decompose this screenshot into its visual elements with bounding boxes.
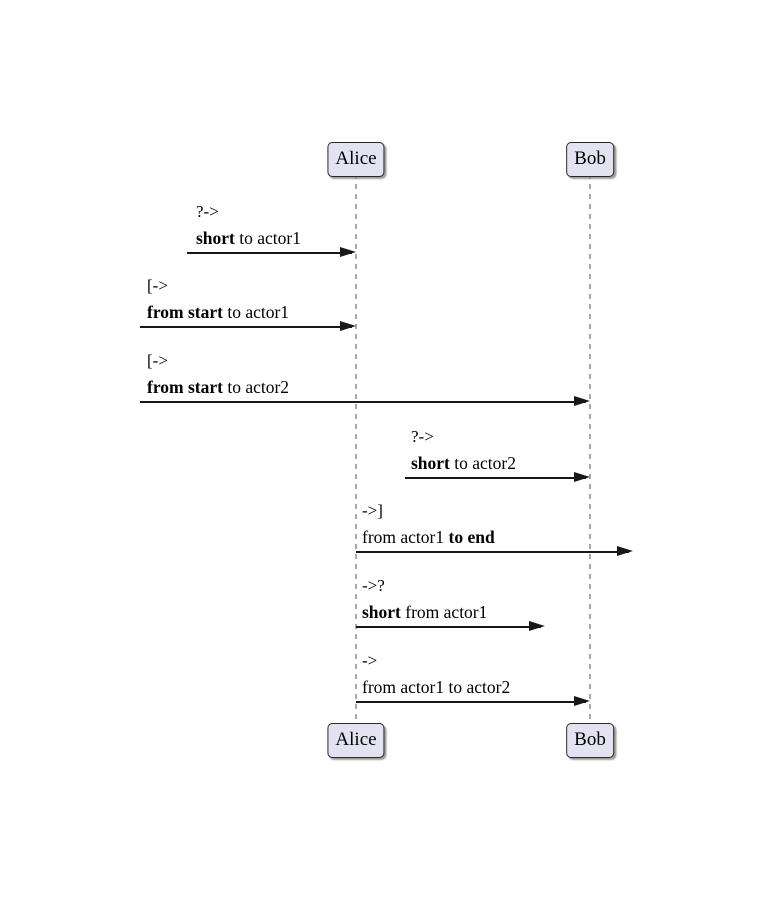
message-4-arrow-line	[405, 477, 586, 479]
message-7-label: from actor1 to actor2	[362, 677, 511, 697]
actor-box-actor1-top: Alice	[327, 142, 385, 177]
message-3-label: from start to actor2	[147, 377, 290, 397]
message-3-arrow-line	[140, 401, 586, 403]
actor-box-actor2-top: Bob	[566, 142, 614, 177]
message-2-operator: [->	[147, 276, 168, 295]
message-2-label: from start to actor1	[147, 302, 290, 322]
message-5-operator: ->]	[362, 501, 383, 520]
message-6-label: short from actor1	[362, 602, 488, 622]
message-6-arrow-head-icon	[529, 621, 545, 631]
message-6-arrow-line	[356, 626, 541, 628]
message-2-arrow-line	[140, 326, 352, 328]
message-2-arrow-head-icon	[340, 321, 356, 331]
message-7-operator: ->	[362, 651, 378, 670]
message-1-arrow-line	[187, 252, 352, 254]
message-5-arrow-line	[356, 551, 629, 553]
actor-box-actor1-bottom: Alice	[327, 723, 385, 758]
message-6-operator: ->?	[362, 576, 385, 595]
lifeline-actor1	[355, 174, 357, 724]
message-3-operator: [->	[147, 351, 168, 370]
message-4-operator: ?->	[411, 427, 434, 446]
message-1-label: short to actor1	[196, 228, 301, 248]
message-1-operator: ?->	[196, 202, 219, 221]
message-4-label: short to actor2	[411, 453, 516, 473]
message-1-arrow-head-icon	[340, 247, 356, 257]
actor-box-actor2-bottom: Bob	[566, 723, 614, 758]
message-7-arrow-line	[356, 701, 586, 703]
message-7-arrow-head-icon	[574, 696, 590, 706]
message-5-label: from actor1 to end	[362, 527, 495, 547]
message-4-arrow-head-icon	[574, 472, 590, 482]
message-5-arrow-head-icon	[617, 546, 633, 556]
lifeline-actor2	[589, 174, 591, 724]
message-3-arrow-head-icon	[574, 396, 590, 406]
